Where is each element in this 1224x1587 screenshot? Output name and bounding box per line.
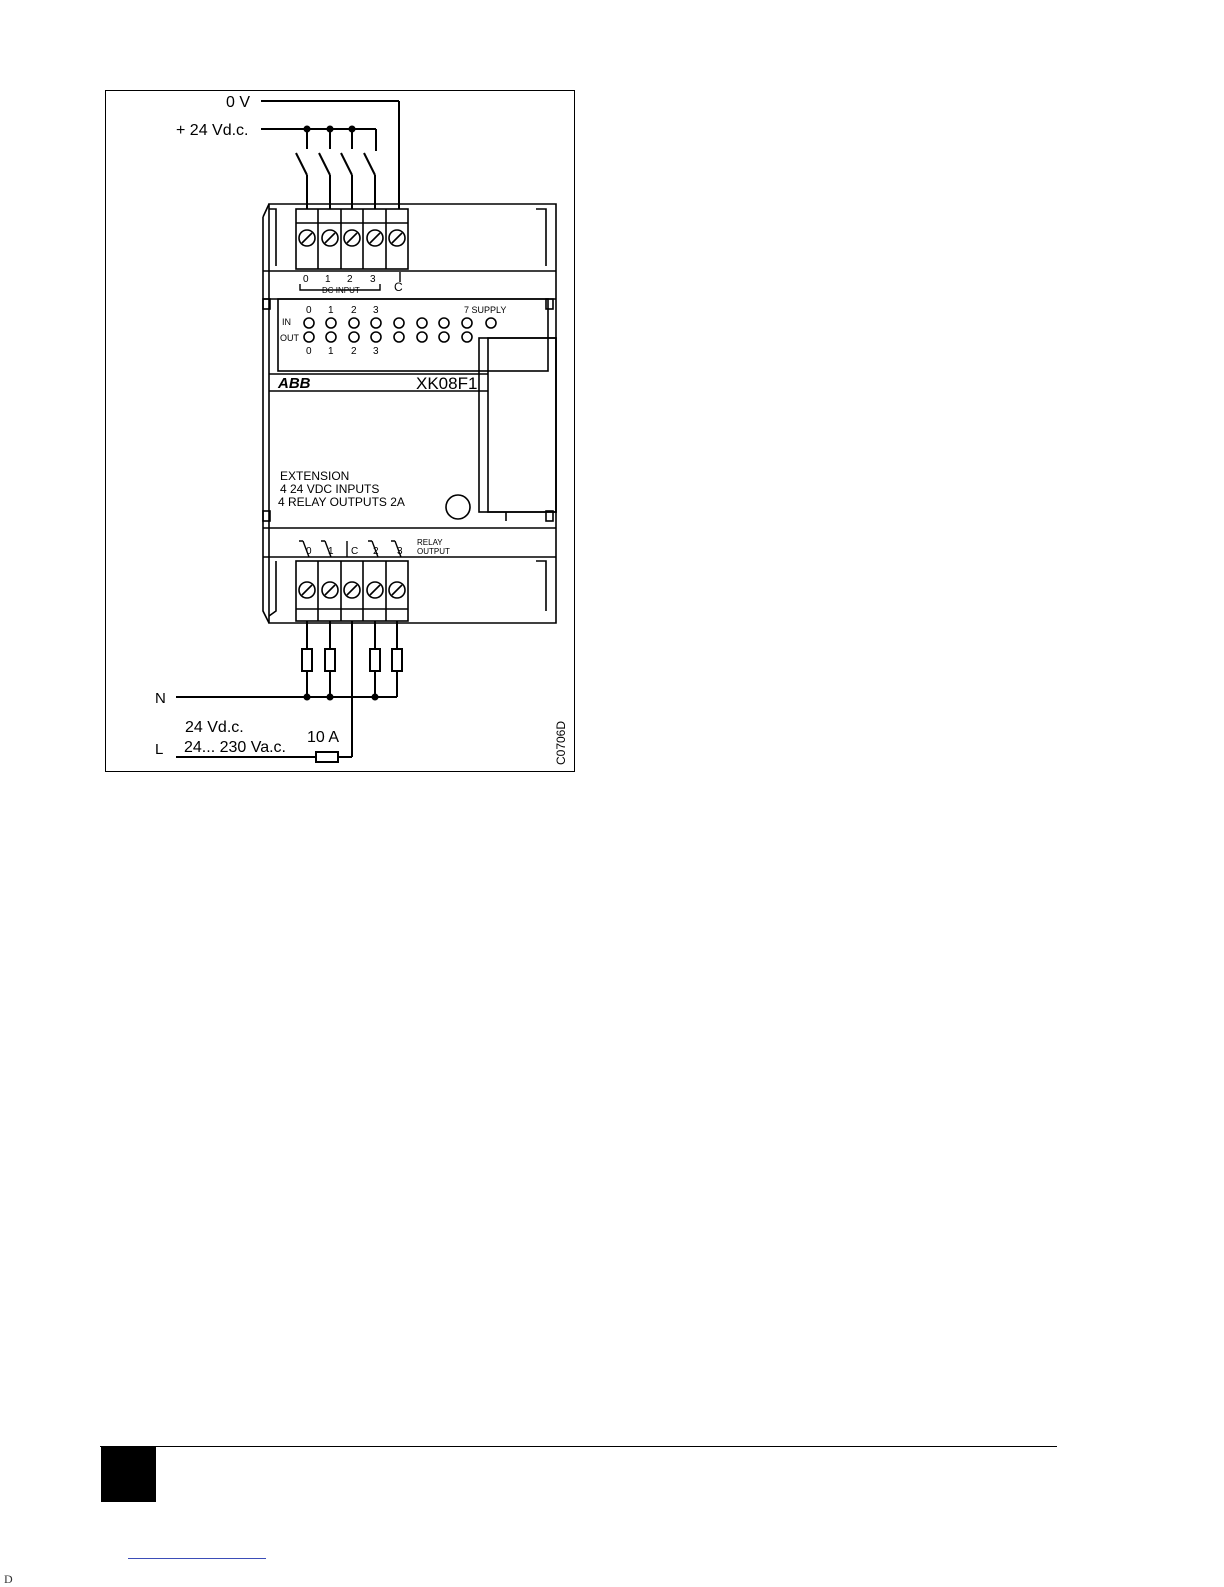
- dc-input-number-2: 2: [347, 274, 353, 285]
- supply-led-label: 7 SUPPLY: [464, 305, 506, 315]
- page-marker-block: [101, 1447, 156, 1502]
- corner-letter: D: [4, 1572, 13, 1587]
- relay-output-number-3: 3: [397, 546, 403, 557]
- relay-output-common: C: [351, 546, 358, 557]
- dc-input-number-3: 3: [370, 274, 376, 285]
- neutral-label: N: [155, 690, 166, 707]
- line-label: L: [155, 741, 163, 758]
- figure-code: C0706D: [554, 721, 568, 765]
- dc-input-common-label: C: [394, 280, 403, 294]
- led-out-number-1: 1: [328, 346, 334, 357]
- description-line-3: 4 RELAY OUTPUTS 2A: [278, 495, 405, 509]
- dc-option-label: 24 Vd.c.: [185, 719, 244, 736]
- abb-logo: ABB: [277, 375, 311, 392]
- relay-output-number-2: 2: [373, 546, 379, 557]
- model-label: XK08F1: [416, 374, 477, 393]
- led-in-number-2: 2: [351, 305, 357, 316]
- relay-output-number-1: 1: [328, 546, 334, 557]
- relay-output-number-0: 0: [306, 546, 312, 557]
- out-row-label: OUT: [280, 333, 300, 343]
- relay-group-label-1: RELAY: [417, 538, 443, 547]
- description-line-1: EXTENSION: [280, 469, 349, 483]
- zero-volt-label: 0 V: [226, 94, 250, 111]
- description-line-2: 4 24 VDC INPUTS: [280, 482, 379, 496]
- dc-input-number-1: 1: [325, 274, 331, 285]
- led-out-number-0: 0: [306, 346, 312, 357]
- dc-input-number-0: 0: [303, 274, 309, 285]
- in-row-label: IN: [282, 317, 291, 327]
- led-in-number-1: 1: [328, 305, 334, 316]
- footer-rule: [100, 1446, 1057, 1447]
- relay-group-label-2: OUTPUT: [417, 547, 450, 556]
- ac-option-label: 24... 230 Va.c.: [184, 739, 286, 756]
- footer-link-underline: [128, 1558, 266, 1559]
- dc-input-group-label: DC INPUT: [322, 286, 360, 295]
- led-in-number-3: 3: [373, 305, 379, 316]
- plus-24vdc-label: + 24 Vd.c.: [176, 122, 249, 139]
- led-out-number-2: 2: [351, 346, 357, 357]
- led-in-number-0: 0: [306, 305, 312, 316]
- fuse-label: 10 A: [307, 729, 339, 746]
- led-out-number-3: 3: [373, 346, 379, 357]
- wiring-diagram: 0 V + 24 Vd.c. 0 1 2 3 C DC INPUT 0 1 2 …: [105, 90, 575, 772]
